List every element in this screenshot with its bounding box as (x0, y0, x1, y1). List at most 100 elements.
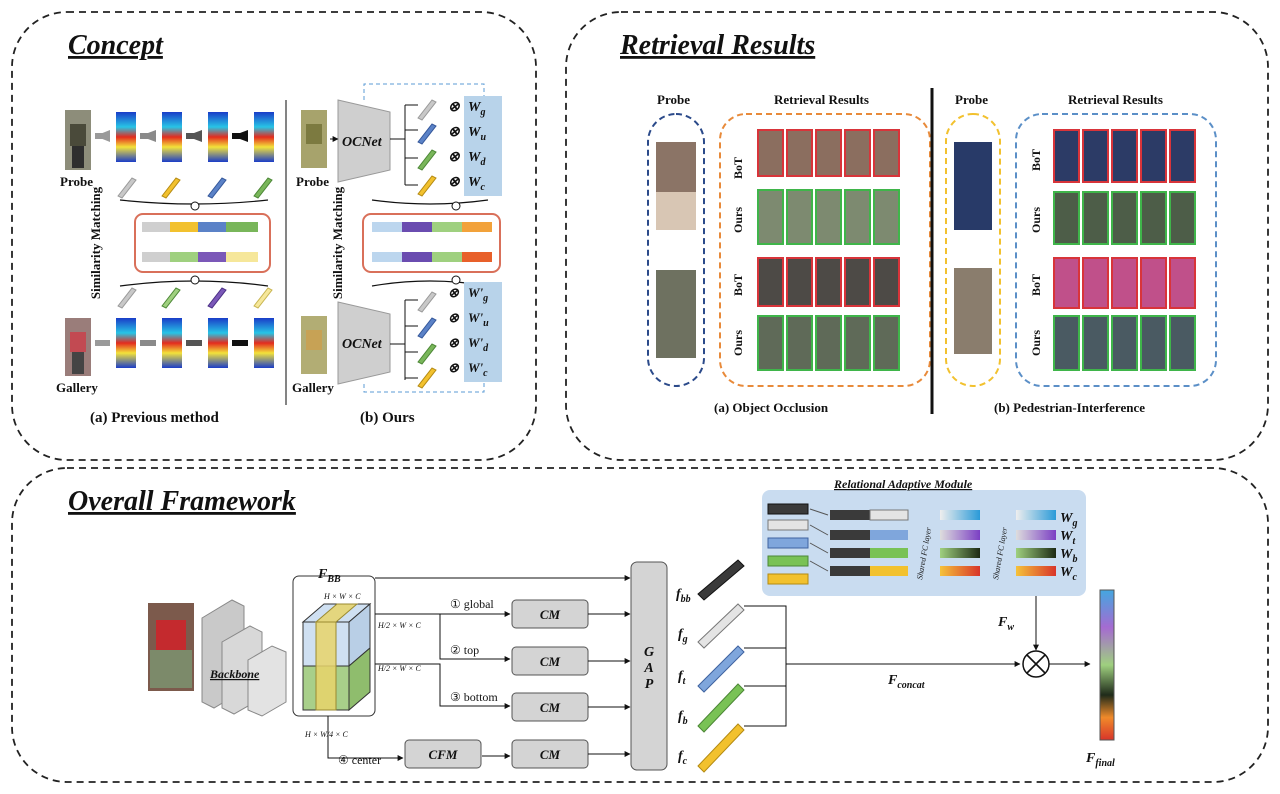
results-header-b: Retrieval Results (1068, 92, 1163, 107)
branch-bottom: ③ bottom (450, 690, 498, 704)
weights-prime-box (464, 282, 502, 382)
svg-text:⊗: ⊗ (448, 310, 460, 325)
cm-label: CM (540, 607, 561, 622)
framework-panel (11, 467, 1269, 783)
gap-letter: P (645, 677, 654, 692)
caption-ours: (b) Ours (360, 410, 415, 426)
result-grid-b (1053, 129, 1196, 371)
backbone-blocks (201, 599, 287, 717)
gallery-label-ours: Gallery (292, 380, 334, 395)
ram-inputs (767, 503, 809, 585)
caption-pedestrian-interference: (b) Pedestrian-Interference (994, 400, 1145, 415)
weight-u: Wu (468, 125, 486, 143)
concept-previous-method: Probe Similarity Matching (56, 110, 274, 426)
cm-label: CM (540, 747, 561, 762)
f-bb: fbb (676, 587, 691, 605)
branch-top: ② top (450, 643, 479, 657)
retrieval-title: Retrieval Results (619, 30, 815, 61)
similarity-box-b (362, 213, 501, 273)
f-c: fc (678, 749, 688, 767)
caption-object-occlusion: (a) Object Occlusion (714, 400, 829, 415)
retrieval-results: Probe Retrieval Results BoT Ours BoT Our… (647, 88, 1217, 415)
f-t: ft (678, 669, 687, 687)
cm-label: CM (540, 700, 561, 715)
weight-prime-c: W'c (468, 360, 488, 379)
results-header-a: Retrieval Results (774, 92, 869, 107)
similarity-label-a: Similarity Matching (88, 186, 103, 299)
concept-panel (11, 11, 537, 461)
svg-text:⊗: ⊗ (448, 360, 460, 375)
row-label-b2: BoT (1029, 274, 1043, 296)
ocnet-bottom (337, 301, 391, 385)
probe-frame-a (647, 113, 705, 387)
result-grid-a (757, 129, 900, 371)
gap-letter: A (643, 661, 653, 676)
caption-previous: (a) Previous method (90, 410, 220, 426)
feature-bars (697, 559, 745, 773)
retrieval-panel (565, 11, 1269, 461)
weight-c: Wc (468, 175, 485, 193)
heatmap (208, 318, 228, 368)
fbb-label: FBB (317, 567, 341, 585)
ram-pairs (830, 509, 1056, 576)
f-final: Ffinal (1085, 751, 1115, 769)
probe-header-b: Probe (955, 92, 988, 107)
gap-letter: G (644, 645, 654, 660)
dim-quarter: H × W/4 × C (304, 730, 348, 739)
framework-title: Overall Framework (68, 486, 296, 517)
row-label-b0: BoT (1029, 149, 1043, 171)
weight-prime-d: W'd (468, 335, 489, 354)
cfm-label: CFM (429, 747, 458, 762)
weight-d: Wd (468, 150, 486, 168)
branch-center: ④ center (338, 753, 381, 767)
f-g: fg (678, 627, 688, 645)
dim-half-1: H/2 × W × C (377, 621, 421, 630)
similarity-box-a (134, 213, 271, 273)
f-w: Fw (997, 615, 1014, 633)
heatmap (208, 112, 228, 162)
heatmap (162, 112, 182, 162)
probe-frame-b (945, 113, 1001, 387)
ram-wc: Wc (1060, 565, 1077, 583)
row-label-b3: Ours (1029, 330, 1043, 356)
svg-text:⊗: ⊗ (448, 125, 461, 140)
weight-prime-u: W'u (468, 310, 489, 329)
heatmap (254, 318, 274, 368)
weight-g: Wg (468, 100, 485, 118)
f-b: fb (678, 709, 688, 727)
concept-title: Concept (68, 30, 164, 61)
row-label-b1: Ours (1029, 207, 1043, 233)
similarity-label-b: Similarity Matching (330, 186, 345, 299)
heatmap (116, 112, 136, 162)
row-label-a1: Ours (731, 207, 745, 233)
svg-text:⊗: ⊗ (448, 285, 460, 300)
ram-title: Relational Adaptive Module (833, 477, 973, 491)
ram-wg: Wg (1060, 511, 1077, 529)
row-label-a3: Ours (731, 330, 745, 356)
f-concat: Fconcat (887, 673, 926, 691)
svg-text:⊗: ⊗ (448, 100, 461, 115)
ram-wt: Wt (1060, 529, 1076, 547)
cfm-box (404, 739, 482, 769)
gap-box (630, 561, 668, 771)
svg-text:⊗: ⊗ (448, 175, 461, 190)
ocnet-label: OCNet (342, 135, 383, 150)
framework: Backbone FBB H × W × C H × W/4 × C H/2 ×… (148, 477, 1115, 773)
weights-box (464, 96, 502, 196)
ocnet-top (337, 99, 391, 183)
heatmap (116, 318, 136, 368)
svg-text:⊗: ⊗ (448, 150, 461, 165)
weight-prime-g: W'g (468, 285, 488, 304)
row-label-a2: BoT (731, 274, 745, 296)
heatmap (254, 112, 274, 162)
gallery-label: Gallery (56, 380, 98, 395)
cm-label: CM (540, 654, 561, 669)
results-frame-b (1015, 113, 1217, 387)
branch-global: ① global (450, 597, 494, 611)
dim-half-2: H/2 × W × C (377, 664, 421, 673)
ocnet-label-bottom: OCNet (342, 337, 383, 352)
backbone-label: Backbone (209, 667, 260, 681)
row-label-a0: BoT (731, 157, 745, 179)
